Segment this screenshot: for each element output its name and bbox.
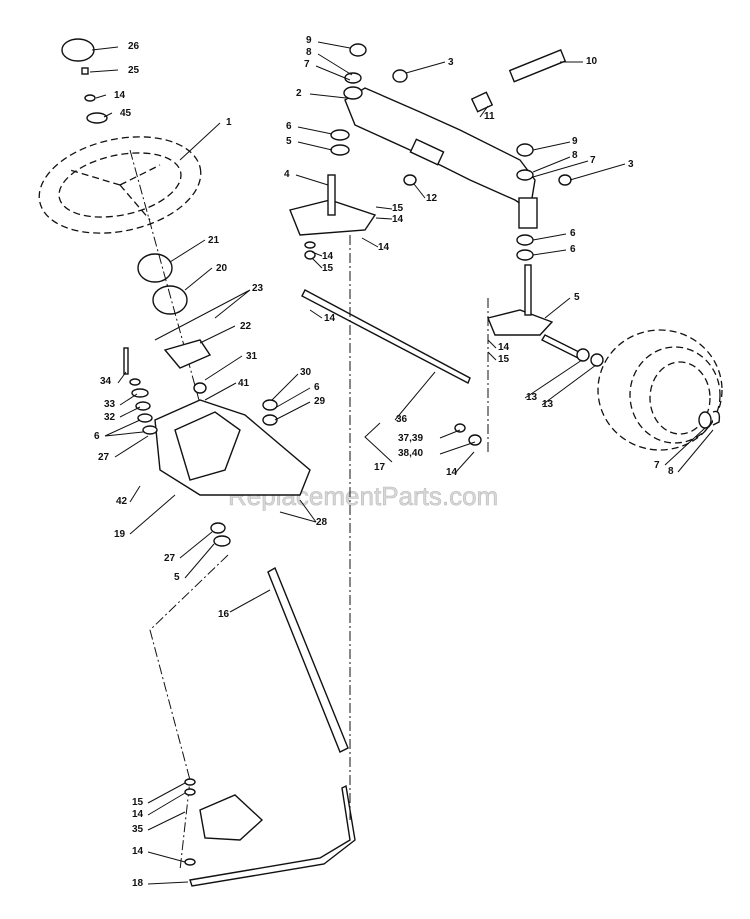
part-label: 20: [216, 263, 228, 274]
adapter: [137, 253, 173, 283]
part-label: 1: [226, 117, 232, 128]
part-label: 14: [498, 342, 510, 353]
part-label: 15: [322, 263, 334, 274]
part-label: 9: [572, 136, 578, 147]
part-label: 16: [218, 609, 230, 620]
part-label: 12: [426, 193, 438, 204]
part-label: 27: [164, 553, 176, 564]
part-label: 14: [322, 251, 334, 262]
part-label: 14: [446, 467, 458, 478]
part-label: 15: [498, 354, 510, 365]
part-label: 32: [104, 412, 116, 423]
part-label: 33: [104, 399, 116, 410]
bolt: [81, 67, 89, 75]
part-label: 15: [132, 797, 144, 808]
part-label: 14: [392, 214, 404, 225]
part-label: 6: [570, 244, 576, 255]
part-label: 3: [628, 159, 634, 170]
drag-link: [189, 784, 356, 887]
part-label: 42: [116, 496, 128, 507]
king-pin-housing: [518, 197, 538, 229]
part-label: 28: [316, 517, 328, 528]
part-label: 3: [448, 57, 454, 68]
part-label: 5: [574, 292, 580, 303]
part-label: 10: [586, 56, 598, 67]
steering-wheel: [38, 136, 202, 234]
part-label: 5: [174, 572, 180, 583]
part-label: 27: [98, 452, 110, 463]
part-label: 5: [286, 136, 292, 147]
part-label: 13: [526, 392, 538, 403]
boot: [152, 285, 188, 315]
part-label: 7: [654, 460, 660, 471]
part-label: 14: [132, 809, 144, 820]
part-label: 4: [284, 169, 290, 180]
part-label: 18: [132, 878, 144, 889]
part-label: 26: [128, 41, 140, 52]
part-label: 17: [374, 462, 386, 473]
part-label: 8: [306, 47, 312, 58]
front-axle-assembly: [289, 43, 723, 820]
bolt: [508, 49, 567, 83]
part-label: 29: [314, 396, 326, 407]
part-label: 19: [114, 529, 126, 540]
spacer: [470, 91, 494, 113]
spindle-left: [289, 199, 377, 236]
part-label: 14: [324, 313, 336, 324]
part-label: 21: [208, 235, 220, 246]
part-label: 15: [392, 203, 404, 214]
part-label: 7: [304, 59, 310, 70]
steering-wheel-assembly: [38, 38, 356, 887]
part-label: 6: [570, 228, 576, 239]
part-label: 14: [114, 90, 126, 101]
steering-shaft: [267, 566, 349, 753]
part-labels: 26 25 14 45 1 21 20 23 22 31 34 33 32 6 …: [94, 35, 674, 889]
spindle-right: [487, 309, 554, 336]
tie-rod: [301, 289, 471, 384]
part-label: 31: [246, 351, 258, 362]
part-label: 23: [252, 283, 264, 294]
part-label: 9: [306, 35, 312, 46]
sector-gear: [199, 794, 264, 841]
insert: [86, 112, 108, 124]
part-label: 25: [128, 65, 140, 76]
steering-cap: [61, 38, 95, 62]
part-label: 41: [238, 378, 250, 389]
tire: [597, 329, 723, 451]
washer: [84, 94, 96, 102]
axle-beam: [344, 87, 536, 212]
part-label: 45: [120, 108, 132, 119]
part-label: 38,40: [398, 448, 423, 459]
part-label: 14: [378, 242, 390, 253]
part-label: 6: [314, 382, 320, 393]
part-label: 8: [668, 466, 674, 477]
part-label: 13: [542, 399, 554, 410]
bearing-plate: [163, 339, 212, 369]
part-label: 6: [286, 121, 292, 132]
part-label: 7: [590, 155, 596, 166]
part-label: 6: [94, 431, 100, 442]
part-label: 37,39: [398, 433, 423, 444]
part-label: 30: [300, 367, 312, 378]
part-label: 11: [484, 111, 495, 122]
part-label: 2: [296, 88, 302, 99]
part-label: 35: [132, 824, 144, 835]
part-label: 8: [572, 150, 578, 161]
leader-lines: [89, 41, 714, 885]
part-label: 22: [240, 321, 252, 332]
part-label: 34: [100, 376, 112, 387]
part-label: 36: [396, 414, 408, 425]
part-label: 14: [132, 846, 144, 857]
